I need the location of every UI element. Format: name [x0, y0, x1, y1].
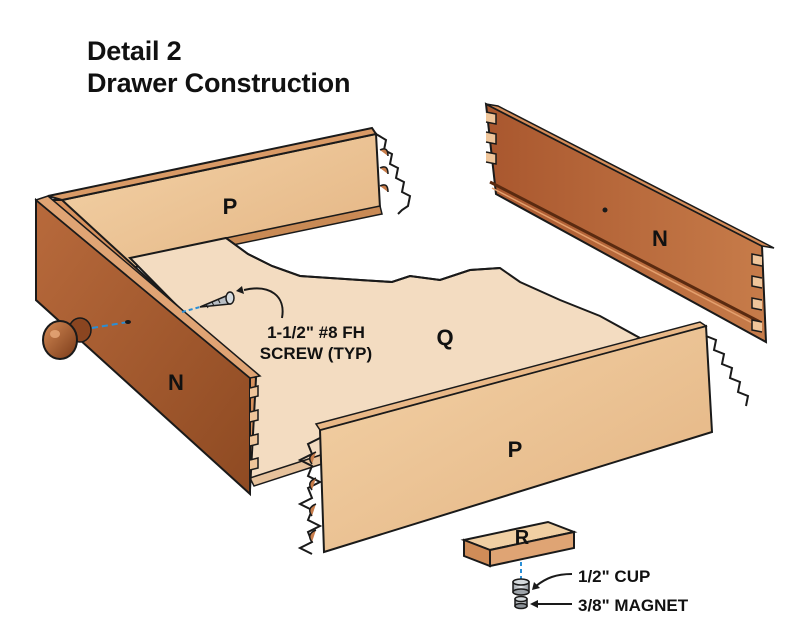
magnet — [514, 595, 528, 610]
knob-guide-line — [91, 321, 129, 329]
front-panel: P — [297, 321, 750, 555]
magnet-callout: 3/8" MAGNET — [578, 596, 689, 615]
drawer-knob — [42, 317, 92, 360]
catch-block: R — [460, 520, 578, 568]
screw-callout-arrowhead — [236, 286, 244, 294]
left-side-label: N — [168, 370, 184, 395]
magnet-cup — [512, 578, 530, 596]
screw-callout-line-1: 1-1/2" #8 FH — [267, 323, 365, 342]
knob-hole — [125, 320, 131, 324]
back-panel-label: P — [223, 194, 238, 219]
magnet-callout-arrowhead — [530, 600, 538, 608]
bottom-panel-label: Q — [436, 325, 453, 350]
front-panel-label: P — [508, 437, 523, 462]
right-side-label: N — [652, 226, 668, 251]
cup-callout-leader — [535, 573, 573, 587]
right-side-panel: N — [484, 102, 775, 344]
title-line-1: Detail 2 — [87, 36, 182, 66]
screw-callout-line-2: SCREW (TYP) — [260, 344, 372, 363]
catch-block-label: R — [515, 527, 530, 549]
screw-callout-leader — [243, 287, 284, 319]
screw — [181, 291, 235, 313]
back-panel: P — [47, 126, 412, 284]
left-side-panel: N — [34, 195, 262, 497]
cup-callout-arrowhead — [532, 582, 540, 590]
cup-callout: 1/2" CUP — [578, 567, 650, 586]
title-line-2: Drawer Construction — [87, 68, 351, 98]
